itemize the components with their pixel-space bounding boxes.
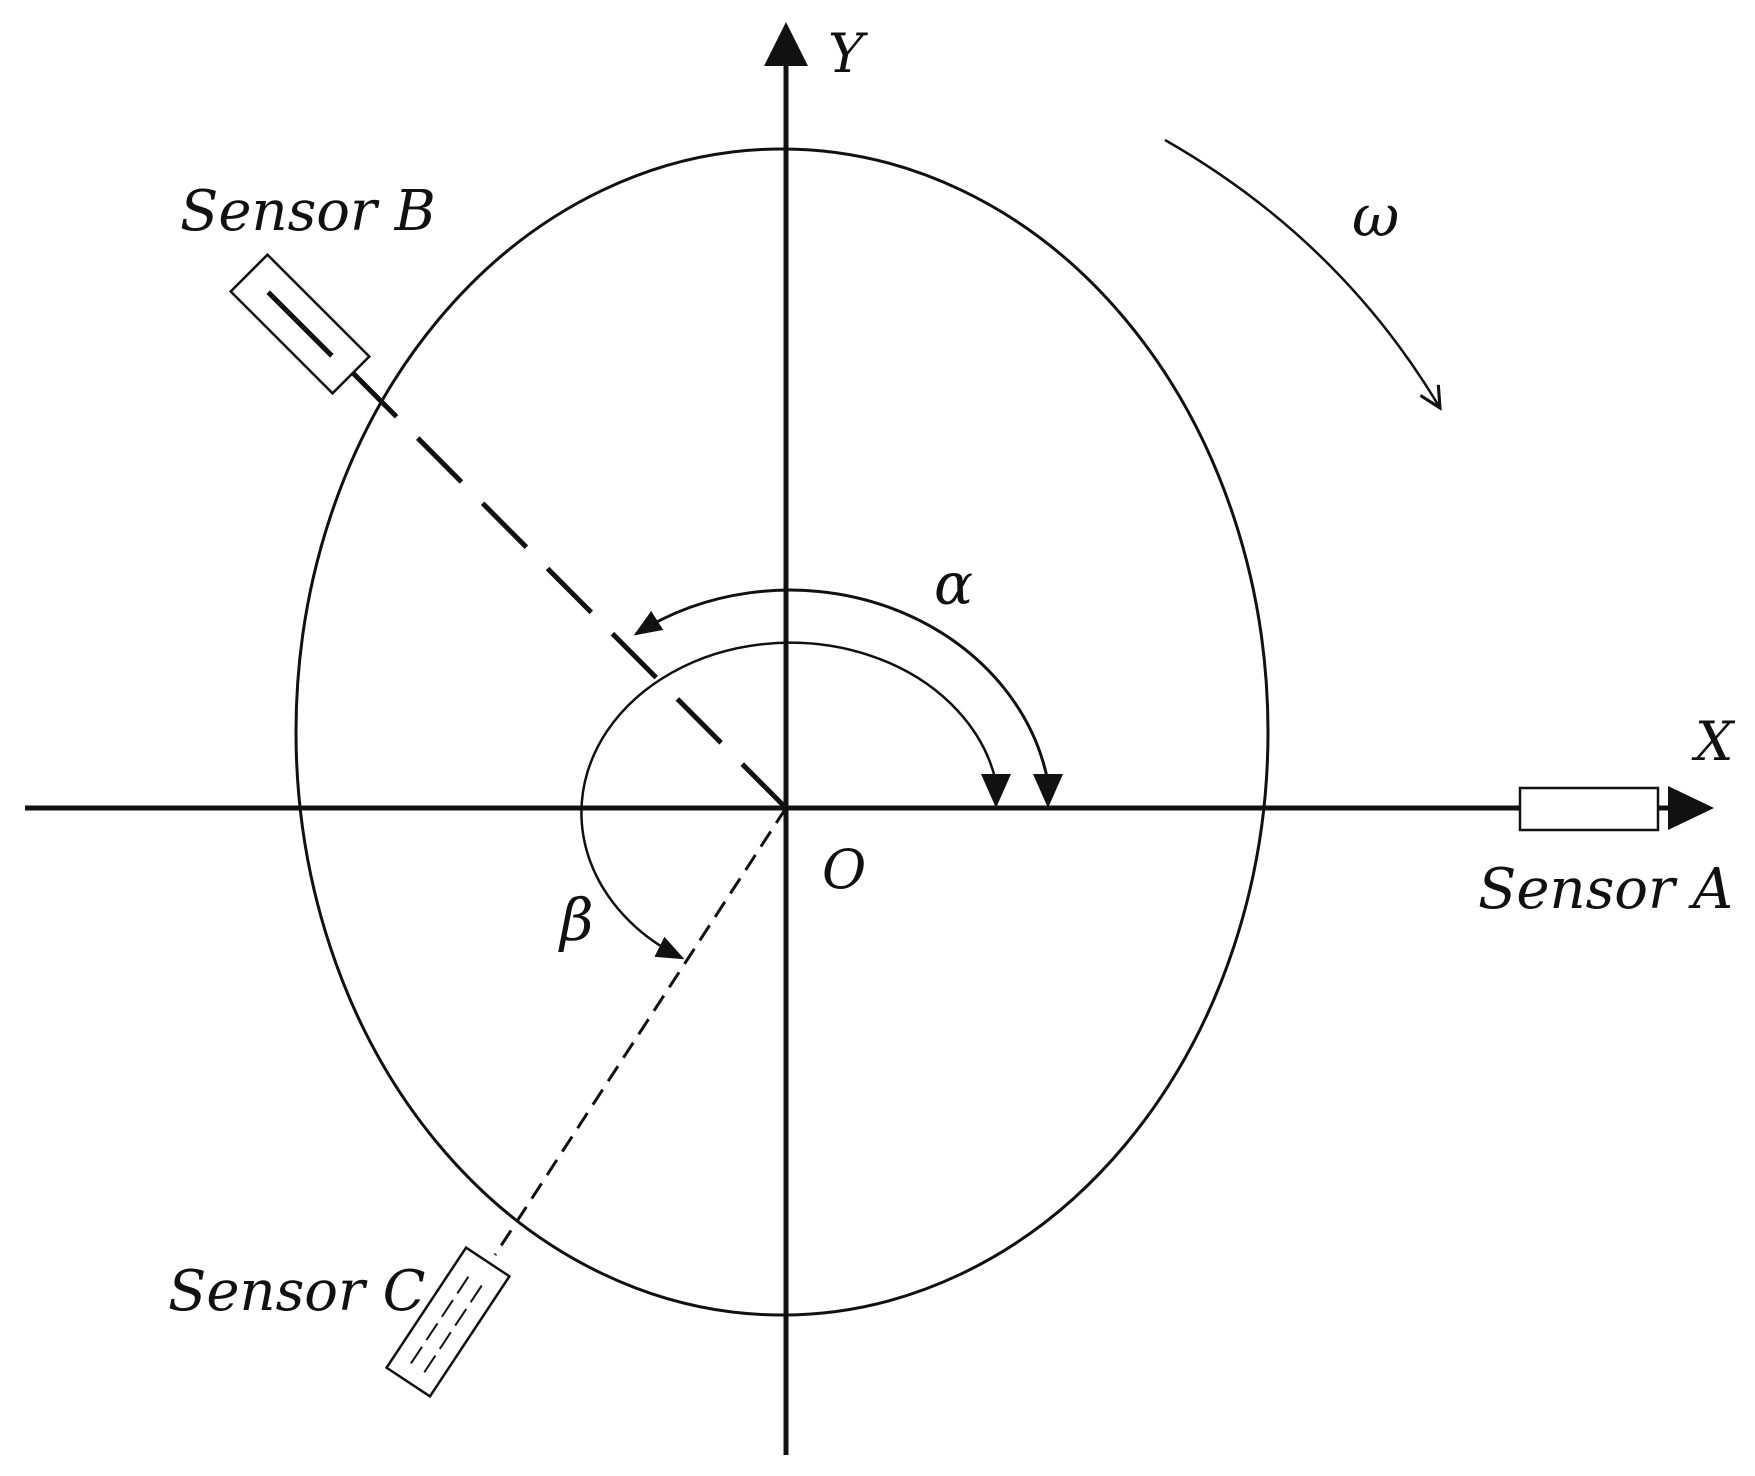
alpha-arc-start-arrow-icon	[1033, 774, 1063, 808]
origin-label: O	[822, 838, 866, 901]
alpha-label: α	[934, 550, 973, 618]
rotor-circle	[294, 147, 1270, 1317]
beta-arc-start-arrow-icon	[981, 774, 1011, 808]
y-axis-label: Y	[828, 22, 868, 85]
sensor-a-label: Sensor A	[1478, 857, 1733, 922]
omega-rotation-arrow	[1164, 138, 1440, 408]
y-axis-arrow-icon	[764, 22, 808, 66]
omega-label: ω	[1352, 182, 1399, 250]
sensor-c-label: Sensor C	[168, 1259, 425, 1324]
alpha-angle-arc	[633, 588, 1050, 783]
sensor-b-label: Sensor B	[180, 179, 436, 244]
beta-label: β	[558, 886, 594, 954]
sensor-c-body	[384, 1245, 512, 1399]
x-axis-arrow-icon	[1668, 786, 1714, 830]
sensor-a-body	[1518, 786, 1660, 832]
beta-angle-arc	[580, 641, 998, 960]
sensor-c-line	[493, 807, 788, 1256]
sensor-b-line	[343, 363, 788, 810]
sensor-b-body	[228, 252, 372, 396]
x-axis-label: X	[1691, 710, 1736, 773]
